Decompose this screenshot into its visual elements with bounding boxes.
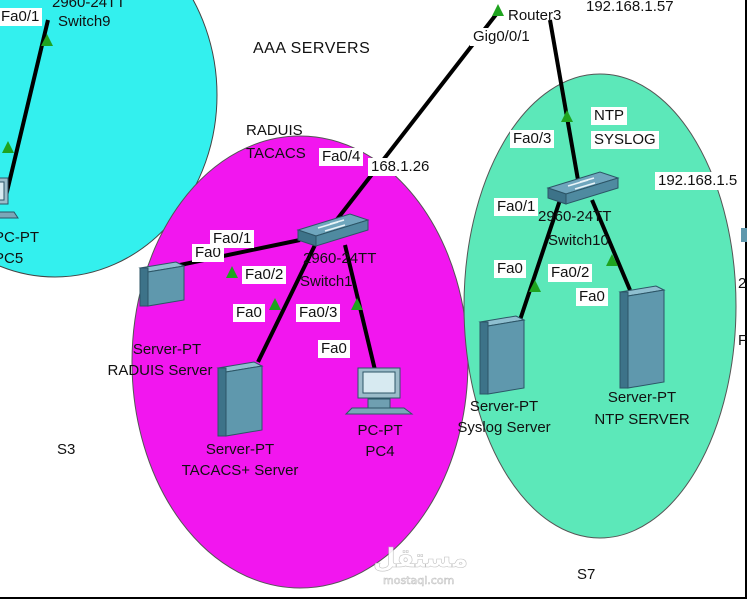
- port-label-tacacs-fa0: Fa0: [233, 304, 265, 322]
- svg-text:mostaql.com: mostaql.com: [383, 574, 454, 587]
- link-sw10-ntp: [590, 199, 632, 291]
- link-up-indicator: [492, 4, 504, 16]
- ntp-name-label: NTP SERVER: [594, 411, 690, 428]
- switch1-model-label: 2960-24TT: [303, 250, 377, 267]
- port-label-sw1-fa02: Fa0/2: [242, 266, 287, 284]
- port-label-router-gig: Gig0/0/1: [470, 28, 533, 46]
- link-sw10-syslog: [518, 199, 562, 321]
- note-syslog: SYSLOG: [591, 131, 659, 149]
- right-device-icon[interactable]: [741, 228, 747, 242]
- link-up-indicator: [606, 254, 618, 266]
- right-edge-label-1: 2: [738, 275, 747, 292]
- zone-ntp-syslog: [463, 73, 737, 539]
- port-label-radius-fa0: Fa0: [192, 244, 224, 262]
- link-up-indicator: [41, 34, 53, 46]
- radius-type-label: Server-PT: [132, 341, 202, 358]
- syslog-type-label: Server-PT: [469, 398, 539, 415]
- link-up-indicator: [226, 266, 238, 278]
- switch10-model-label: 2960-24TT: [538, 208, 612, 225]
- port-label-sw1-fa01: Fa0/1: [210, 230, 255, 248]
- pc5-type-label: PC-PT: [0, 228, 39, 248]
- port-label-syslog-fa0: Fa0: [494, 260, 526, 278]
- link-up-indicator: [2, 141, 14, 153]
- link-sw9-pc5: [3, 19, 50, 201]
- link-sw1-tacacs: [256, 244, 317, 363]
- area-label-s7: S7: [577, 566, 596, 583]
- router-ip-label: 192.168.1.57: [583, 0, 677, 16]
- tacacs-type-label: Server-PT: [205, 441, 275, 458]
- switch9-model-label: 2960-24TT: [52, 0, 126, 11]
- port-label-sw10-fa02: Fa0/2: [548, 264, 593, 282]
- link-up-indicator: [529, 280, 541, 292]
- port-label-sw1-fa04: Fa0/4: [319, 148, 364, 166]
- link-router-sw1: [333, 10, 500, 224]
- pc4-name-label: PC4: [365, 443, 395, 460]
- aaa-ip-label: 168.1.26: [368, 158, 433, 176]
- radius-name-label: RADUIS Server: [107, 362, 213, 379]
- switch1-icon[interactable]: [296, 213, 370, 247]
- switch9-name-label: Switch9: [58, 13, 111, 30]
- ntp-type-label: Server-PT: [607, 389, 677, 406]
- link-indicators: [2, 4, 618, 310]
- ntp-server-icon[interactable]: [618, 285, 666, 389]
- link-up-indicator: [561, 110, 573, 122]
- port-label-sw1-fa03: Fa0/3: [296, 304, 341, 322]
- tacacs-name-label: TACACS+ Server: [181, 462, 299, 479]
- right-edge-label-2: F: [738, 332, 747, 349]
- watermark-logo: مستقل mostaql.com: [373, 544, 469, 588]
- port-label-sw10-fa01: Fa0/1: [494, 198, 539, 216]
- svg-text:مستقل: مستقل: [373, 544, 468, 574]
- port-label-pc4-fa0: Fa0: [318, 340, 350, 358]
- port-label-sw10-fa03: Fa0/3: [510, 130, 555, 148]
- syslog-server-icon[interactable]: [478, 315, 526, 395]
- switch10-name-label: Switch10: [548, 232, 609, 249]
- router3-label: Router3: [508, 7, 562, 24]
- pc4-type-label: PC-PT: [357, 422, 403, 439]
- switch1-name-label: Switch1: [300, 273, 353, 290]
- zone-cyan: [0, 0, 218, 278]
- syslog-name-label: Syslog Server: [457, 419, 551, 436]
- note-ntp: NTP: [591, 107, 627, 125]
- radius-server-icon[interactable]: [138, 261, 186, 307]
- tacacs-server-icon[interactable]: [216, 361, 264, 437]
- note-radius: RADUIS: [246, 122, 303, 139]
- link-up-indicator: [269, 298, 281, 310]
- link-up-indicator: [351, 298, 363, 310]
- link-router-sw10: [548, 19, 580, 181]
- port-label-ntp-fa0: Fa0: [576, 288, 608, 306]
- pc5-icon[interactable]: [0, 177, 19, 219]
- note-tacacs: TACACS: [246, 145, 306, 162]
- switch10-icon[interactable]: [546, 171, 620, 205]
- aaa-servers-title: AAA SERVERS: [253, 40, 371, 57]
- right-ip-label: 192.168.1.5: [655, 172, 741, 190]
- area-label-s3: S3: [57, 441, 76, 458]
- port-label-sw9-fa01: Fa0/1: [0, 8, 43, 26]
- pc4-icon[interactable]: [344, 367, 414, 415]
- pc5-name-label: PC5: [0, 250, 24, 267]
